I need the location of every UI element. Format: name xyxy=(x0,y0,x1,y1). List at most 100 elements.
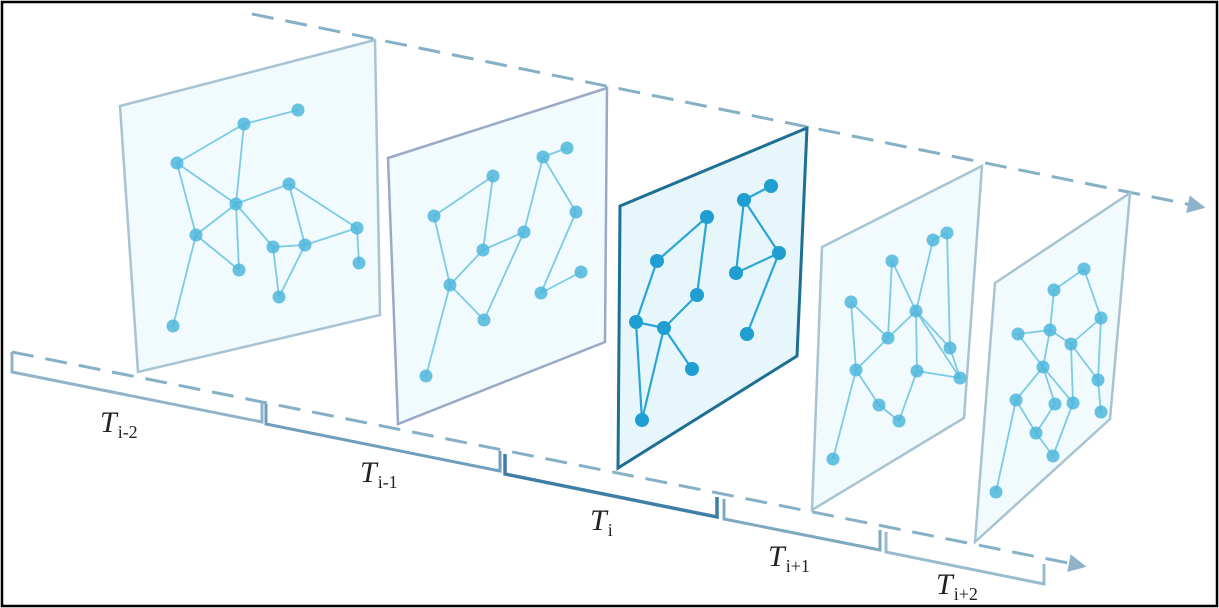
graph-edge xyxy=(915,310,918,372)
graph-edge xyxy=(235,203,274,248)
graph-node xyxy=(419,369,433,383)
graph-node xyxy=(729,266,743,280)
graph-edge xyxy=(1042,366,1074,404)
graph-node xyxy=(892,414,906,428)
graph-plane-1 xyxy=(118,38,382,374)
bracket-slice-4 xyxy=(722,499,882,552)
graph-node xyxy=(1043,323,1057,337)
graph-node xyxy=(282,177,296,191)
graph-node xyxy=(764,179,778,193)
graph-node xyxy=(1009,393,1023,407)
plane-surface xyxy=(973,190,1132,546)
graph-edge xyxy=(483,231,525,321)
graph-node xyxy=(1094,311,1108,325)
graph-edge xyxy=(172,234,197,327)
graph-edge xyxy=(243,109,299,125)
graph-edge xyxy=(916,370,961,379)
graph-edge xyxy=(288,183,306,246)
graph-plane-4 xyxy=(810,163,984,513)
graph-edge xyxy=(1017,333,1044,368)
graph-edge xyxy=(235,123,245,205)
graph-edge xyxy=(304,227,358,246)
time-axis-top xyxy=(251,12,1206,213)
graph-edge xyxy=(663,327,693,370)
graph-node xyxy=(629,315,643,329)
graph-edge xyxy=(735,252,780,274)
graph-edge xyxy=(288,183,358,229)
graph-edge xyxy=(891,260,917,312)
graph-edge xyxy=(640,327,666,421)
graph-node xyxy=(569,205,583,219)
graph-edge xyxy=(656,216,708,262)
graph-node xyxy=(844,295,858,309)
graph-edge xyxy=(915,310,961,379)
graph-edge xyxy=(195,234,240,271)
graph-node xyxy=(1066,396,1080,410)
graph-edge xyxy=(734,199,746,274)
graph-edge xyxy=(278,244,306,298)
graph-node xyxy=(635,413,649,427)
time-brackets xyxy=(10,352,1046,586)
graph-edge xyxy=(449,249,484,286)
graph-edge xyxy=(542,156,577,213)
graph-edge xyxy=(482,231,525,251)
graph-node xyxy=(690,288,704,302)
graph-edge xyxy=(433,215,451,286)
graph-edge xyxy=(235,203,240,271)
label-slice-1: Ti-2 xyxy=(100,406,138,442)
slice-labels: Ti-2 Ti-1 Ti Ti+1 Ti+2 xyxy=(100,406,978,604)
graph-node xyxy=(910,364,924,378)
graph-node xyxy=(427,209,441,223)
graph-node xyxy=(534,286,548,300)
bracket-slice-2 xyxy=(264,404,502,473)
graph-edge xyxy=(540,211,577,294)
graph-edge xyxy=(523,156,544,233)
graph-edge xyxy=(855,369,880,406)
graph-edge xyxy=(235,183,290,205)
graph-node xyxy=(1047,283,1061,297)
graph-node xyxy=(477,313,491,327)
graph-node xyxy=(1011,327,1025,341)
graph-edge xyxy=(855,337,889,371)
graph-edge xyxy=(449,284,485,321)
graph-edge xyxy=(1052,402,1074,457)
graph-edge xyxy=(540,271,582,294)
graph-node xyxy=(1029,426,1043,440)
graph-node xyxy=(352,256,366,270)
graph-edge xyxy=(995,399,1017,493)
graph-edge xyxy=(433,175,494,217)
graph-edge xyxy=(1097,317,1102,381)
graph-edge xyxy=(176,162,237,205)
graph-node xyxy=(826,452,840,466)
label-slice-3: Ti xyxy=(590,504,613,540)
graph-node xyxy=(1094,405,1108,419)
graph-node xyxy=(476,243,490,257)
graph-node xyxy=(1091,373,1105,387)
graph-edge xyxy=(1070,343,1074,404)
graph-edge xyxy=(634,321,644,421)
graph-node xyxy=(1048,397,1062,411)
graph-node xyxy=(560,141,574,155)
plane-surface xyxy=(616,125,809,471)
graph-node xyxy=(909,304,923,318)
graph-node xyxy=(772,246,786,260)
graph-node xyxy=(740,327,754,341)
graph-edge xyxy=(1070,343,1099,381)
graph-node xyxy=(232,263,246,277)
graph-node xyxy=(1046,449,1060,463)
graph-plane-2 xyxy=(386,86,609,426)
graph-node xyxy=(926,233,940,247)
label-slice-5: Ti+2 xyxy=(936,568,978,604)
graph-node xyxy=(350,221,364,235)
graph-node xyxy=(849,363,863,377)
graph-node xyxy=(872,398,886,412)
graph-node xyxy=(881,331,895,345)
graph-node xyxy=(536,150,550,164)
graph-node xyxy=(953,371,967,385)
graph-node xyxy=(266,240,280,254)
label-slice-2: Ti-1 xyxy=(360,456,398,492)
graph-node xyxy=(657,321,671,335)
graph-node xyxy=(650,254,664,268)
graph-edge xyxy=(663,294,698,329)
